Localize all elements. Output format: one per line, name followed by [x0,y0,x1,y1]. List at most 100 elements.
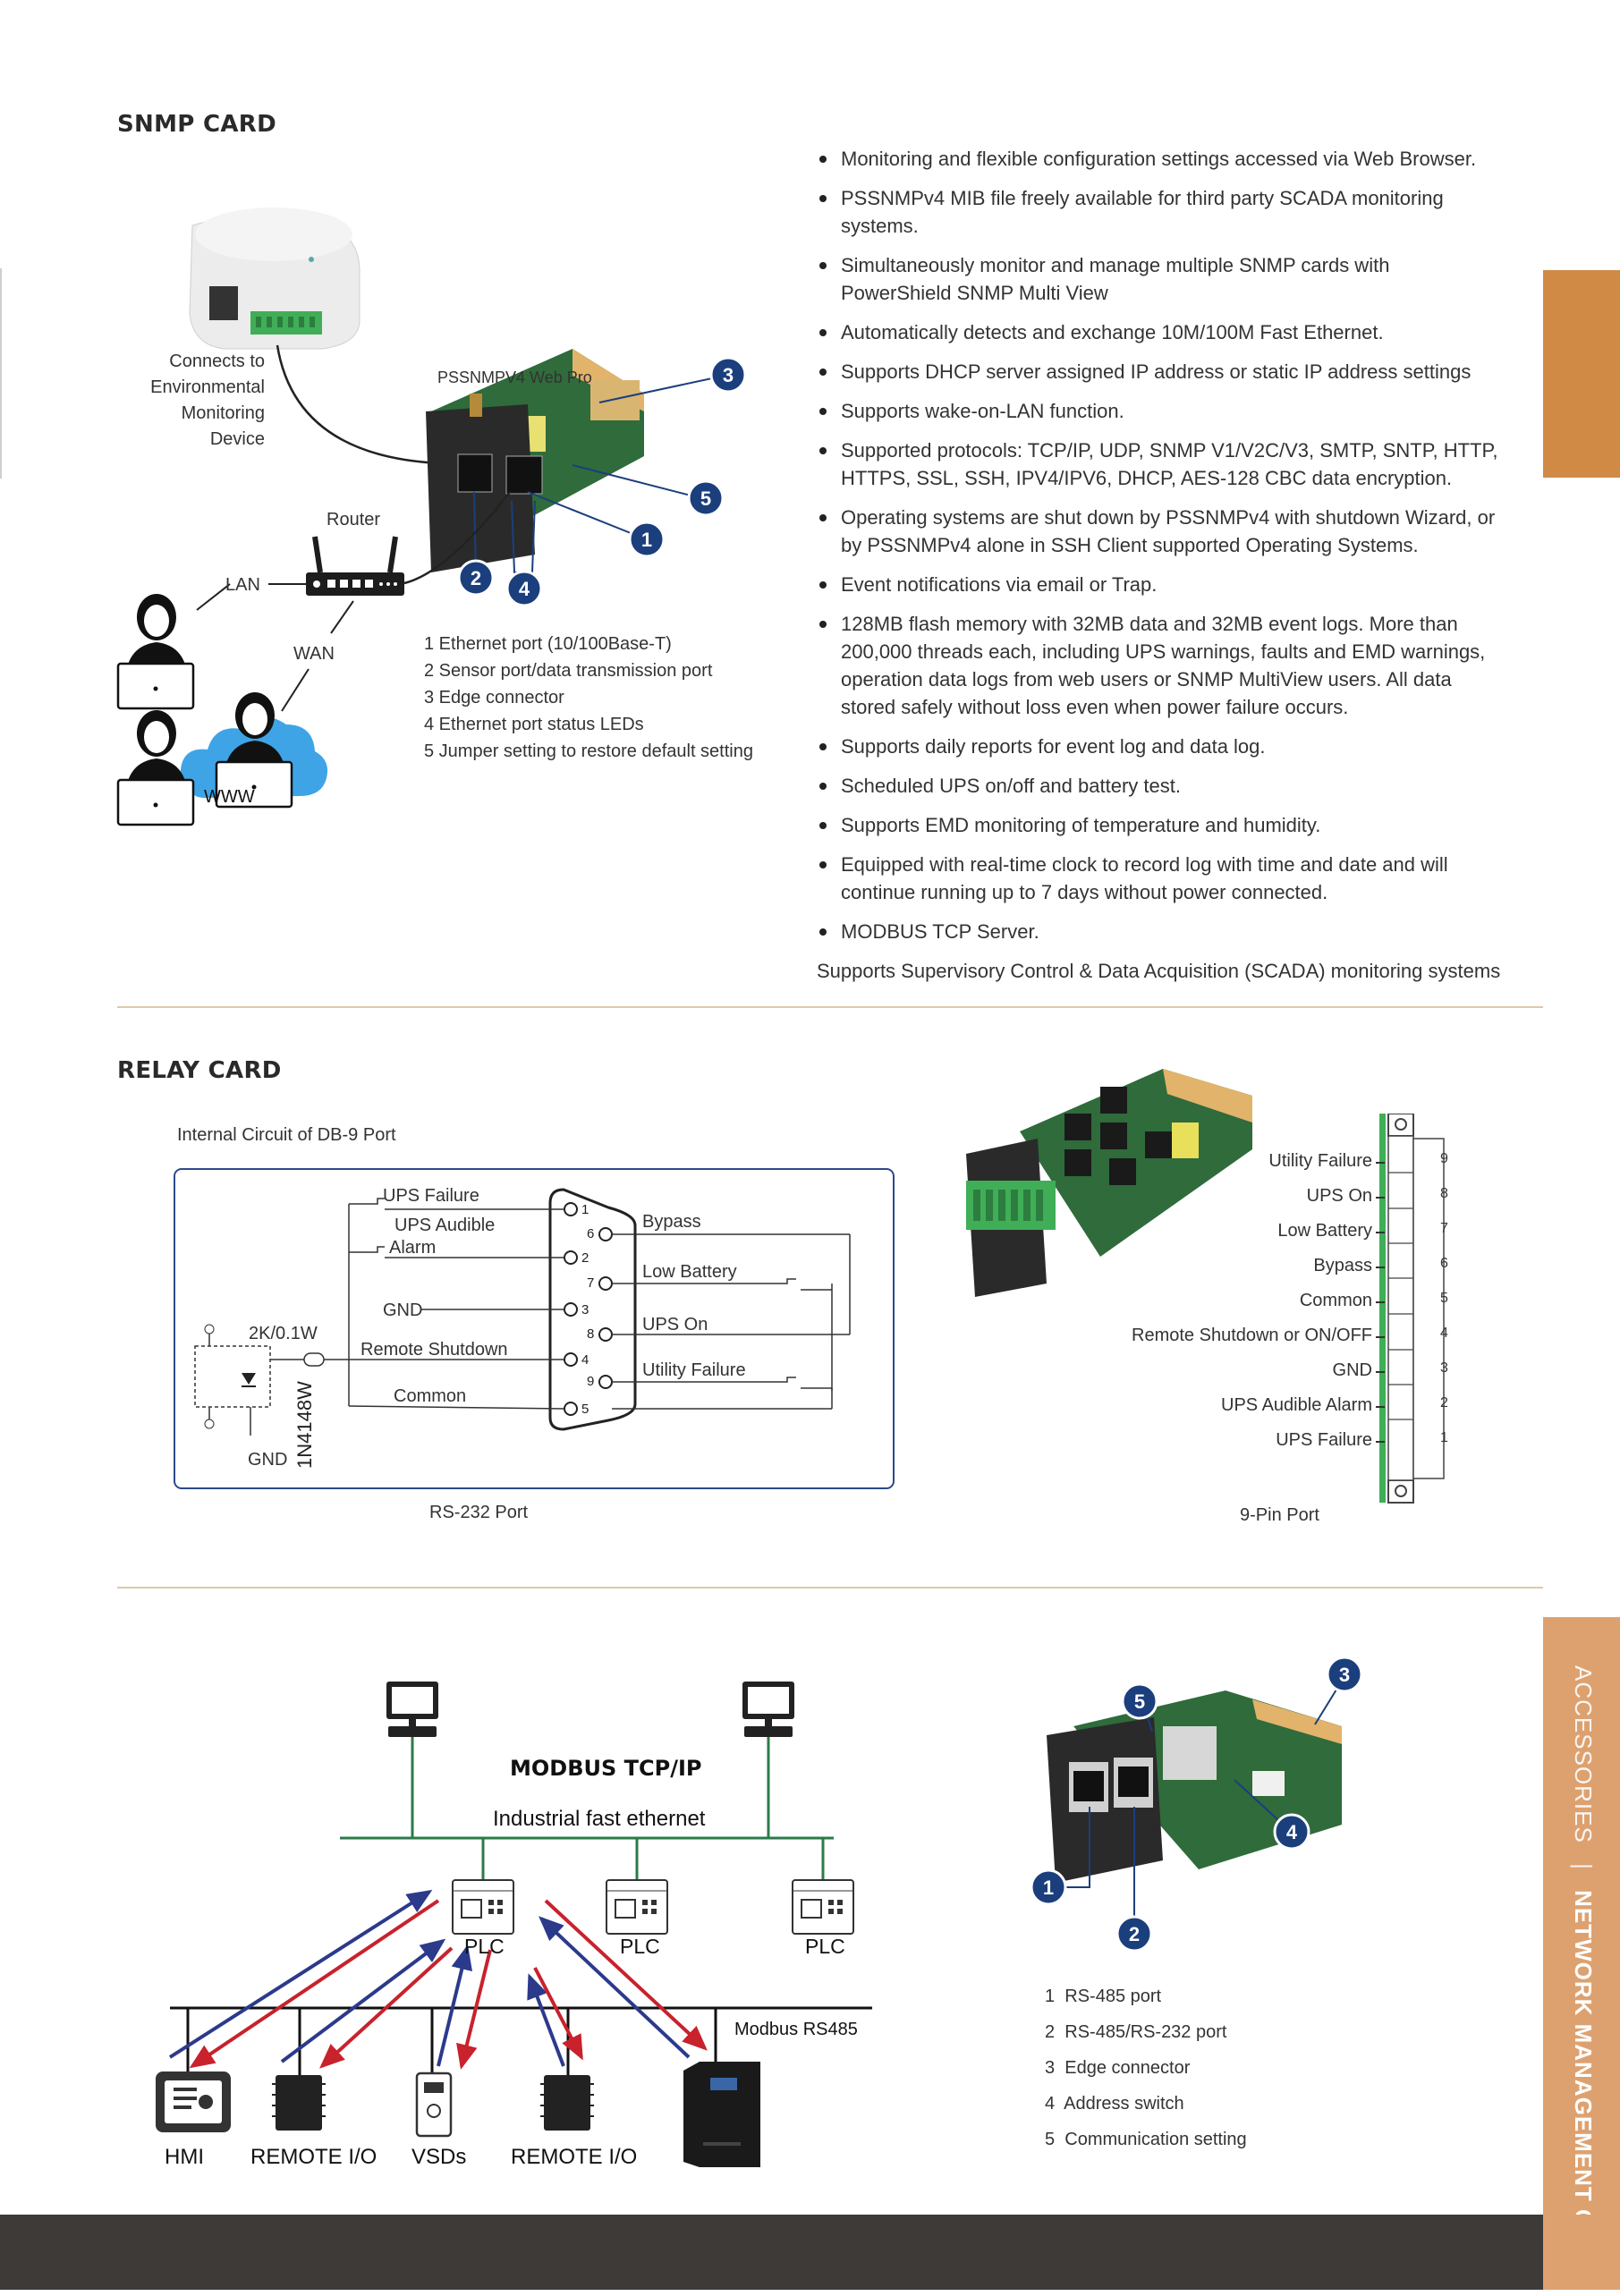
feature-item: Supports wake-on-LAN function. [817,397,1505,425]
ups-failure-label: UPS Failure [383,1186,479,1206]
pin9-caption: 9-Pin Port [1240,1505,1319,1525]
callout-1: 1 [1030,1807,1090,1906]
person-laptop-icon [116,710,195,826]
feature-item: Monitoring and flexible configuration se… [817,145,1505,173]
feature-item: PSSNMPv4 MIB file freely available for t… [817,184,1505,240]
feature-item: Supports EMD monitoring of temperature a… [817,811,1505,839]
footer-tab [1543,2215,1620,2290]
plc-icon [792,1879,854,1935]
pin-number: 9 [587,1374,594,1389]
legend-item: 5 Communication setting [1045,2130,1247,2149]
resistor-label: 2K/0.1W [249,1324,318,1343]
diode-label: 1N4148W [293,1381,316,1469]
pin-number: 6 [587,1226,594,1241]
plc-icon [606,1879,668,1935]
legend-item: 1 Ethernet port (10/100Base-T) [424,634,672,654]
plc-label: PLC [805,1935,845,1958]
device-label: REMOTE I/O [250,2145,377,2169]
utility-failure-label: Utility Failure [642,1360,746,1380]
legend-item: 3 Edge connector [1045,2058,1191,2078]
relay-card-image [966,1069,1252,1297]
device-label: HMI [165,2145,204,2169]
ups-audible-label: UPS Audible [394,1216,495,1235]
legend-item: 4 Address switch [1045,2094,1184,2114]
feature-item: Supported protocols: TCP/IP, UDP, SNMP V… [817,436,1505,492]
environmental-device [189,208,360,350]
modbus-legend: 1 RS-485 port 2 RS-485/RS-232 port 3 Edg… [1045,1978,1247,2157]
svg-text:5: 5 [700,487,711,510]
rs485-label: Modbus RS485 [734,2020,858,2039]
legend-item: 1 RS-485 port [1045,1987,1162,2006]
feature-item: Equipped with real-time clock to record … [817,851,1505,906]
svg-text:2: 2 [1129,1923,1140,1945]
plc-icon [452,1879,514,1935]
pin-number: 8 [587,1326,594,1342]
low-battery-label: Low Battery [642,1262,737,1282]
feature-item: Automatically detects and exchange 10M/1… [817,318,1505,346]
pin-number: 1 [581,1202,589,1217]
svg-text:1: 1 [641,529,652,551]
gnd-label: GND [248,1450,287,1470]
feature-item: Simultaneously monitor and manage multip… [817,251,1505,307]
section-divider [117,1006,1543,1008]
computer-icon [742,1682,794,1737]
plc-label: PLC [464,1935,505,1958]
feature-item: Operating systems are shut down by PSSNM… [817,504,1505,559]
left-edge-line [0,268,2,479]
legend-item: 3 Edge connector [424,688,564,707]
legend-item: 5 Jumper setting to restore default sett… [424,741,753,761]
bypass-label: Bypass [642,1212,701,1232]
feature-item: Supports DHCP server assigned IP address… [817,358,1505,385]
section-divider [117,1587,1543,1589]
feature-item: MODBUS TCP Server. [817,918,1505,945]
callout-3: 3 [598,356,747,403]
svg-text:2: 2 [471,567,481,589]
svg-text:3: 3 [1339,1664,1350,1686]
person-laptop-icon [215,692,293,809]
circuit-caption: Internal Circuit of DB-9 Port [177,1125,396,1145]
rs232-caption: RS-232 Port [429,1503,529,1522]
plc-label: PLC [620,1935,660,1958]
legend-item: 2 Sensor port/data transmission port [424,661,713,681]
callout-1: 1 [527,491,666,558]
snmp-title: SNMP CARD [117,111,276,138]
lan-label: LAN [225,575,260,595]
feature-item: Event notifications via email or Trap. [817,571,1505,598]
feature-item: 128MB flash memory with 32MB data and 32… [817,610,1505,721]
side-tab-label: ACCESSORIES | NETWORK MANAGEMENT CARDS [1570,1665,1597,2296]
callout-4: 4 [505,500,543,607]
legend-item: 4 Ethernet port status LEDs [424,715,644,734]
router-label: Router [327,510,381,530]
callout-4: 4 [1234,1779,1310,1851]
db9-circuit: 1 2 3 4 5 6 7 8 9 2K/0.1W GND UPS Failur… [174,1168,895,1489]
svg-text:4: 4 [1286,1821,1298,1843]
feature-item: Scheduled UPS on/off and battery test. [817,772,1505,800]
scada-footnote: Supports Supervisory Control & Data Acqu… [817,960,1501,982]
pin-number: 7 [587,1275,594,1291]
hmi-icon [156,2071,231,2132]
terminal-block [1379,1114,1445,1504]
svg-text:4: 4 [519,578,530,600]
svg-text:3: 3 [723,364,734,386]
vsd-icon [415,2071,453,2138]
remote-io-icon [272,2075,326,2131]
snmp-features: Monitoring and flexible configuration se… [817,145,1505,985]
side-tab-top [1543,270,1620,478]
pin-number: 3 [581,1302,589,1317]
pin-number: 4 [581,1352,589,1368]
feature-item: Supports daily reports for event log and… [817,733,1505,760]
modbus-card: 3 5 4 1 2 [1030,1656,1363,1950]
computer-icon [386,1682,438,1737]
callout-2: 2 [1115,1807,1153,1950]
remote-io-icon [540,2075,594,2131]
person-laptop-icon [116,594,195,710]
svg-text:5: 5 [1134,1690,1145,1713]
relay-title: RELAY CARD [117,1057,282,1084]
page-footer [0,2215,1543,2290]
